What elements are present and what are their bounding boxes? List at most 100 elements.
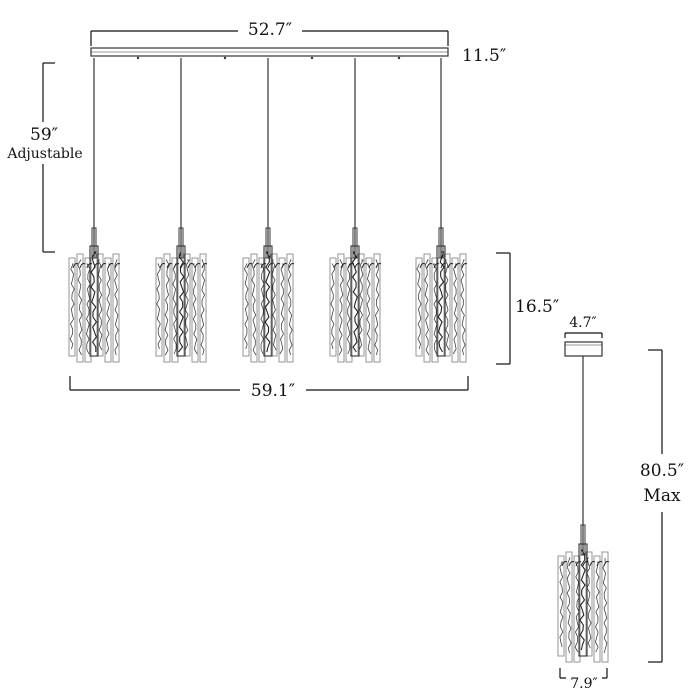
glass-panel xyxy=(76,253,84,363)
panel-clip xyxy=(589,561,596,567)
glass-texture xyxy=(330,263,336,350)
pendant-stem xyxy=(91,227,97,259)
panel-clip xyxy=(447,263,454,269)
glass-panel xyxy=(183,253,191,357)
panel-clip xyxy=(267,263,274,269)
glass-panel xyxy=(242,257,250,357)
glass-texture xyxy=(172,263,177,355)
glass-panel xyxy=(423,253,431,363)
glass-texture xyxy=(374,259,380,356)
panel-clip xyxy=(340,263,347,269)
shade-height-dimension: 16.5″ xyxy=(496,252,559,365)
glass-panel xyxy=(199,253,207,363)
glass-panel xyxy=(601,551,609,663)
canopy-width-dimension: 52.7″ xyxy=(90,18,449,46)
panel-clip xyxy=(575,561,582,567)
glass-texture xyxy=(279,263,285,355)
glass-panel xyxy=(365,257,373,363)
panel-clip xyxy=(201,263,208,269)
glass-panel xyxy=(191,257,199,363)
glass-texture xyxy=(200,259,206,356)
single-pendant xyxy=(557,356,610,663)
glass-texture xyxy=(416,263,422,350)
glass-texture xyxy=(602,557,608,654)
center-column xyxy=(176,245,186,357)
glass-texture xyxy=(259,263,265,355)
glass-panel xyxy=(329,257,337,357)
panel-clip xyxy=(582,561,589,567)
panel-clip xyxy=(159,263,166,269)
panel-clip xyxy=(354,263,361,269)
pendant-4 xyxy=(329,58,382,363)
pendant-height-dimension: 80.5″ Max xyxy=(630,349,696,663)
glass-texture xyxy=(77,259,83,356)
glass-panel xyxy=(431,257,439,363)
glass-texture xyxy=(251,259,257,356)
canopy-width-label: 52.7″ xyxy=(248,20,292,40)
glass-texture xyxy=(184,259,190,351)
glass-texture xyxy=(287,259,293,356)
pendant-width-label: 7.9″ xyxy=(570,676,598,692)
glass-panel xyxy=(573,555,581,663)
panel-clip xyxy=(100,263,107,269)
glass-texture xyxy=(358,259,364,351)
pendant-5 xyxy=(415,58,468,363)
overall-width-label: 59.1″ xyxy=(251,381,295,401)
glass-texture xyxy=(460,259,466,356)
panel-clip xyxy=(260,263,267,269)
panel-clip xyxy=(114,263,121,269)
glass-texture xyxy=(338,259,344,356)
pendant-6 xyxy=(557,356,610,663)
panel-clip xyxy=(86,263,93,269)
pendant-2 xyxy=(155,58,208,363)
glass-panel xyxy=(163,253,171,363)
panel-clip xyxy=(561,561,568,567)
panel-clip xyxy=(253,263,260,269)
panel-clip xyxy=(361,263,368,269)
panel-clip xyxy=(281,263,288,269)
panel-clip xyxy=(288,263,295,269)
rod-length-dimension: 59″ Adjustable xyxy=(6,62,84,253)
glass-panel xyxy=(451,257,459,363)
panel-clip xyxy=(180,263,187,269)
glass-texture xyxy=(69,263,75,350)
shade-height-label: 16.5″ xyxy=(515,297,559,317)
glass-texture xyxy=(444,259,450,351)
glass-panel xyxy=(459,253,467,363)
panel-clip xyxy=(166,263,173,269)
glass-panel xyxy=(593,555,601,663)
glass-panel xyxy=(565,551,573,663)
panel-clip xyxy=(419,263,426,269)
glass-texture xyxy=(452,263,458,355)
glass-texture xyxy=(594,561,600,653)
pendant-stem xyxy=(265,227,271,259)
panel-clip xyxy=(79,263,86,269)
panel-clip xyxy=(454,263,461,269)
glass-texture xyxy=(164,259,170,356)
panel-clip xyxy=(603,561,610,567)
glass-panel xyxy=(96,253,104,357)
glass-panel xyxy=(258,257,266,363)
pendant-width-dimension: 7.9″ xyxy=(559,668,608,692)
glass-panel xyxy=(443,253,451,357)
pendant-stem xyxy=(178,227,184,259)
glass-texture xyxy=(432,263,438,355)
glass-panel xyxy=(278,257,286,363)
panel-clip xyxy=(333,263,340,269)
glass-texture xyxy=(271,259,277,351)
glass-texture xyxy=(97,259,103,351)
panel-clip xyxy=(375,263,382,269)
glass-texture xyxy=(85,263,91,355)
panel-clip xyxy=(246,263,253,269)
glass-texture xyxy=(366,263,372,355)
panel-clip xyxy=(596,561,603,567)
panel-clip xyxy=(194,263,201,269)
center-texture xyxy=(90,251,98,352)
glass-texture xyxy=(192,263,198,355)
rod-length-note: Adjustable xyxy=(6,146,82,162)
glass-texture xyxy=(346,263,352,355)
pendant-stem xyxy=(580,524,586,556)
panel-clip xyxy=(568,561,575,567)
pendant-3 xyxy=(242,58,295,363)
